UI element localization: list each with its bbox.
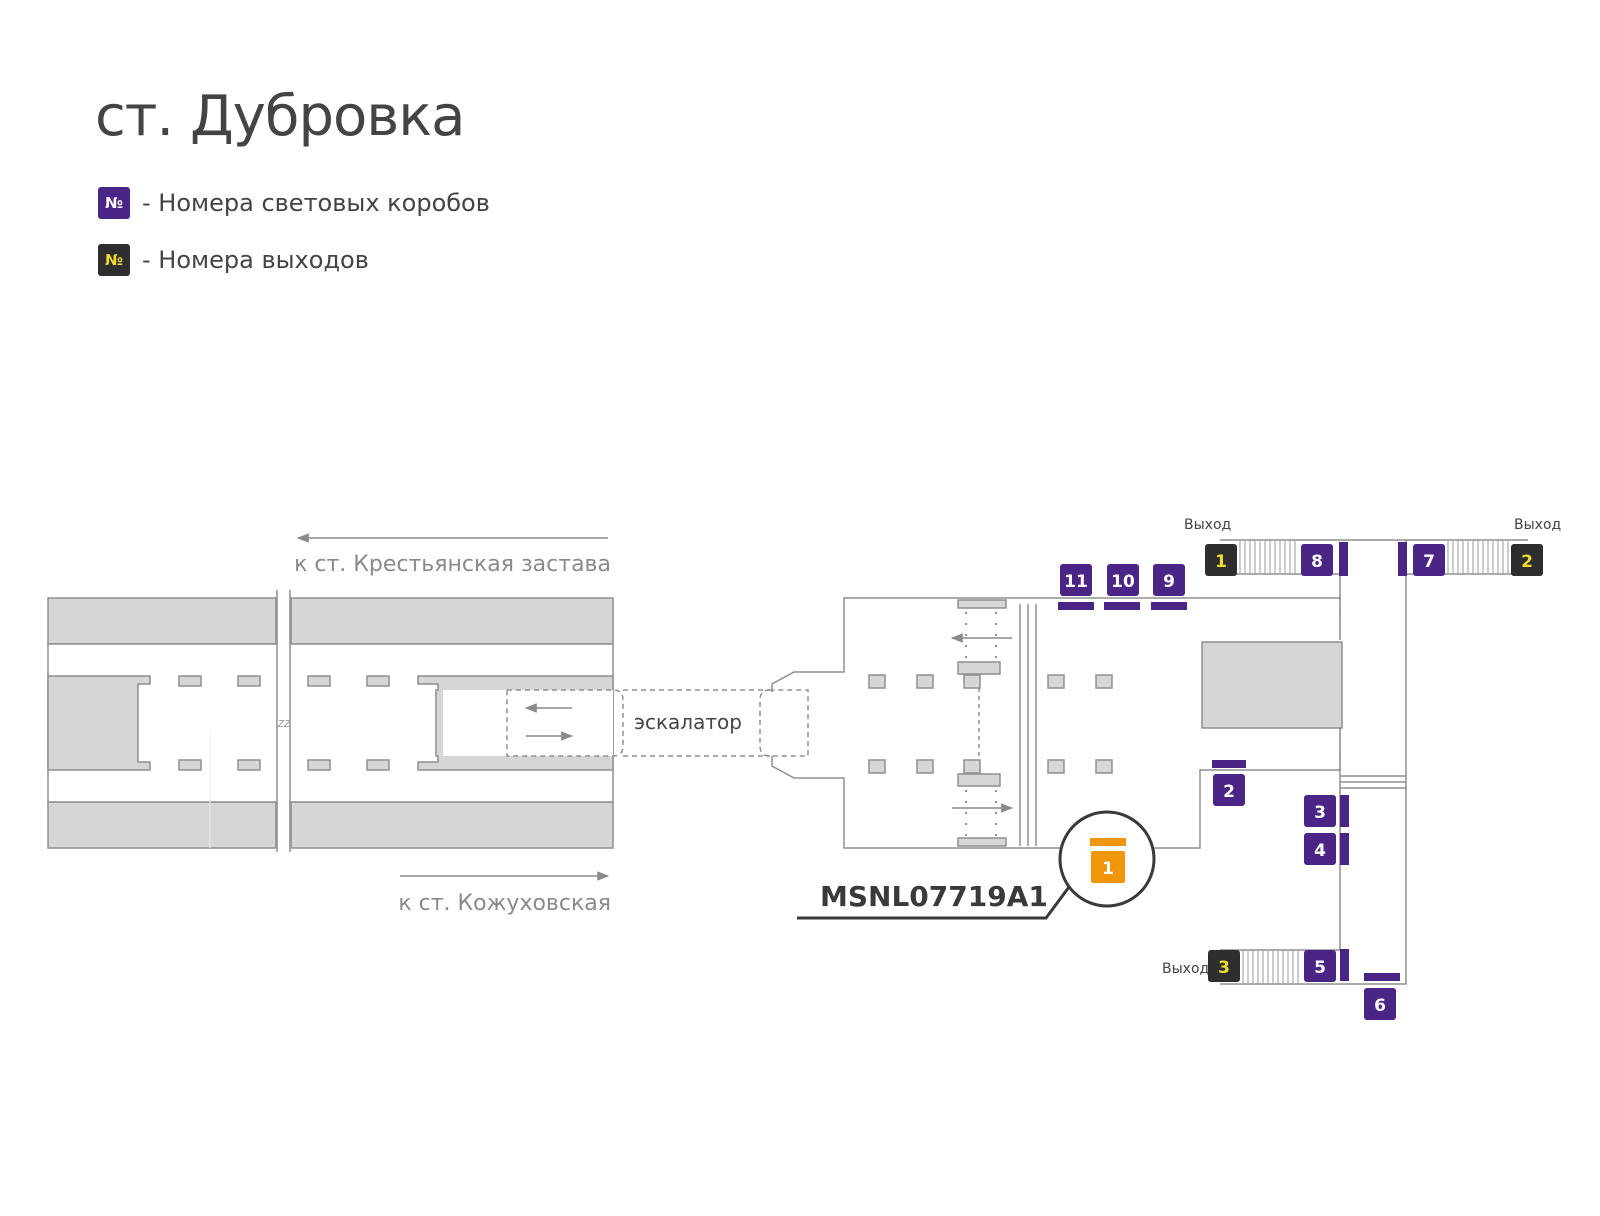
column [916,759,934,774]
column [868,674,886,689]
lightbox-6: 6 [1364,988,1396,1020]
turnstile [957,837,1007,847]
highlight-code: MSNL07719A1 [820,880,1048,913]
escalator [506,689,809,757]
lightbox-7-number: 7 [1423,552,1435,572]
lightbox-10: 10 [1107,564,1139,596]
turnstile [957,661,1001,675]
platform-area [47,597,614,849]
highlight-number: 1 [1102,859,1114,879]
exit-2-word: Выход [1514,517,1561,533]
track-top-left [47,597,277,645]
lightbox-2: 2 [1213,774,1245,806]
highlight-bar [1090,838,1126,846]
lightbox-10-number: 10 [1111,572,1135,592]
highlight-badge [1091,851,1125,883]
lightbox-9-number: 9 [1163,572,1175,592]
lightbox-7: 7 [1413,544,1445,576]
lightbox-4-number: 4 [1314,841,1326,861]
turnstiles [957,599,1007,847]
column [307,759,331,771]
stairs [1239,541,1509,983]
column [307,675,331,687]
legend-lightbox-badge: № [98,187,130,219]
legend-exit-badge: № [98,244,130,276]
direction-bottom: к ст. Кожуховская [398,871,611,916]
page-title: ст. Дубровка [95,84,465,149]
exit-1-badge: 1 [1205,544,1237,576]
column [237,675,261,687]
turnstile-dots [965,612,997,836]
legend-exit: № - Номера выходов [98,243,369,277]
lightbox-3: 3 [1304,795,1336,827]
column [237,759,261,771]
direction-top: к ст. Крестьянская застава [294,533,611,577]
exit-3-badge: 3 [1208,950,1240,982]
legend-lightbox-text: - Номера световых коробов [142,189,490,217]
column [178,759,202,771]
column [366,759,390,771]
exit-3-number: 3 [1218,958,1230,978]
column [916,674,934,689]
platform-end-block [47,675,151,771]
lightbox-4: 4 [1304,833,1336,865]
lightbox-11-number: 11 [1064,572,1088,592]
column [1047,759,1065,774]
lightbox-2-number: 2 [1223,782,1235,802]
escalator-label: эскалатор [634,710,742,734]
exit-1-word: Выход [1184,517,1231,533]
turnstile [957,599,1007,609]
legend-lightbox: № - Номера световых коробов [98,186,490,220]
platform-columns [178,675,390,771]
exit-1-number: 1 [1215,552,1227,572]
track-bottom-right [290,801,614,849]
track-top-right [290,597,614,645]
exit-2-badge: 2 [1511,544,1543,576]
hall-columns [868,674,1113,774]
exit-corridors [1220,539,1528,985]
legend-exit-text: - Номера выходов [142,246,369,274]
column [963,759,981,774]
lightbox-5: 5 [1304,950,1336,982]
direction-top-label: к ст. Крестьянская застава [294,552,611,577]
track-bottom-left [47,801,277,849]
lightbox-3-number: 3 [1314,803,1326,823]
direction-bottom-label: к ст. Кожуховская [398,891,611,916]
column [1047,674,1065,689]
column [1095,674,1113,689]
svg-text:zz: zz [277,716,291,730]
lightbox-8-number: 8 [1311,552,1323,572]
exit-3-word: Выход [1162,961,1209,977]
highlight-callout: 1 MSNL07719A1 [797,810,1156,920]
column [1095,759,1113,774]
lightbox-6-number: 6 [1374,996,1386,1016]
scale-break: zz [209,590,291,852]
lightbox-8: 8 [1301,544,1333,576]
escalator-well [443,690,613,756]
column [178,675,202,687]
lightbox-9: 9 [1153,564,1185,596]
lightbox-bars [1058,542,1407,981]
column [366,675,390,687]
column [963,674,981,689]
lightbox-11: 11 [1060,564,1092,596]
turnstile [957,773,1001,787]
column [868,759,886,774]
exit-2-number: 2 [1521,552,1533,572]
lightbox-5-number: 5 [1314,958,1326,978]
service-block [1201,641,1343,729]
